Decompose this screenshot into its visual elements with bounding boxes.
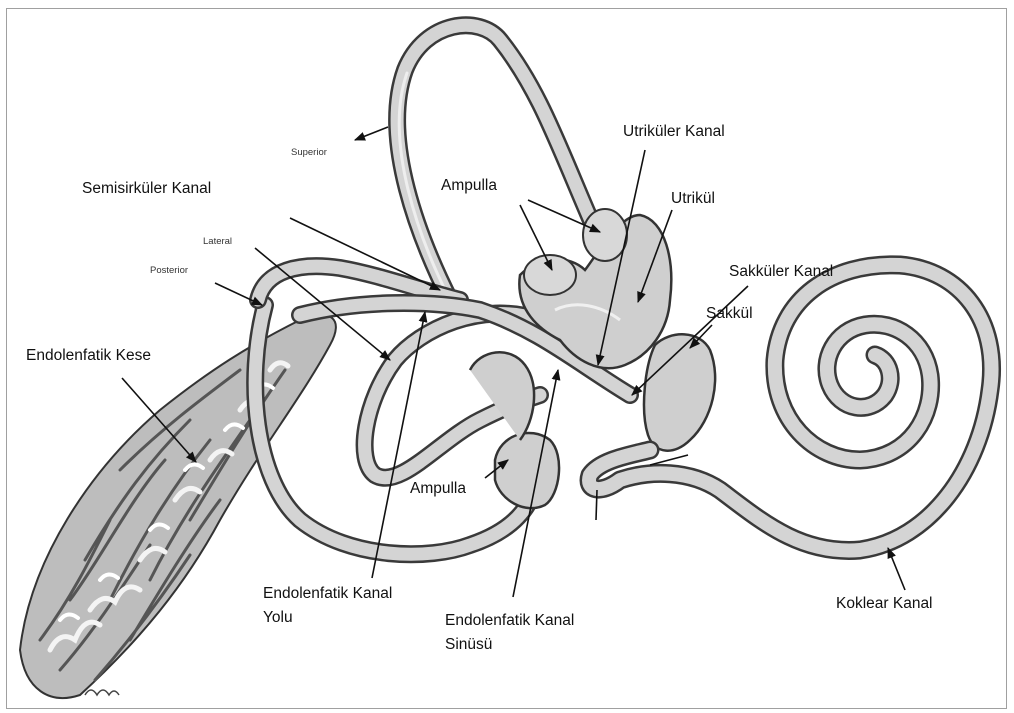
label-koklear-kanal: Koklear Kanal xyxy=(836,595,933,612)
label-utrikul: Utrikül xyxy=(671,190,715,207)
label-ampulla-top: Ampulla xyxy=(441,177,497,194)
label-semisirkuler-kanal: Semisirküler Kanal xyxy=(82,180,211,197)
label-superior: Superior xyxy=(291,147,327,158)
label-utrikuler-kanal: Utriküler Kanal xyxy=(623,123,725,140)
artist-signature xyxy=(85,690,119,695)
saccule xyxy=(644,334,715,450)
label-lateral: Lateral xyxy=(203,236,232,247)
label-sakkul: Sakkül xyxy=(706,305,753,322)
label-endolenfatik-kanal-sinusu-2: Sinüsü xyxy=(445,636,492,653)
label-endolenfatik-kanal-sinusu-1: Endolenfatik Kanal xyxy=(445,612,574,629)
label-endolenfatik-kanal-yolu-1: Endolenfatik Kanal xyxy=(263,585,392,602)
label-posterior: Posterior xyxy=(150,265,188,276)
label-endolenfatik-kanal-yolu-2: Yolu xyxy=(263,609,293,626)
label-endolenfatik-kese: Endolenfatik Kese xyxy=(26,347,151,364)
label-ampulla-bottom: Ampulla xyxy=(410,480,466,497)
label-sakkuler-kanal: Sakküler Kanal xyxy=(729,263,833,280)
